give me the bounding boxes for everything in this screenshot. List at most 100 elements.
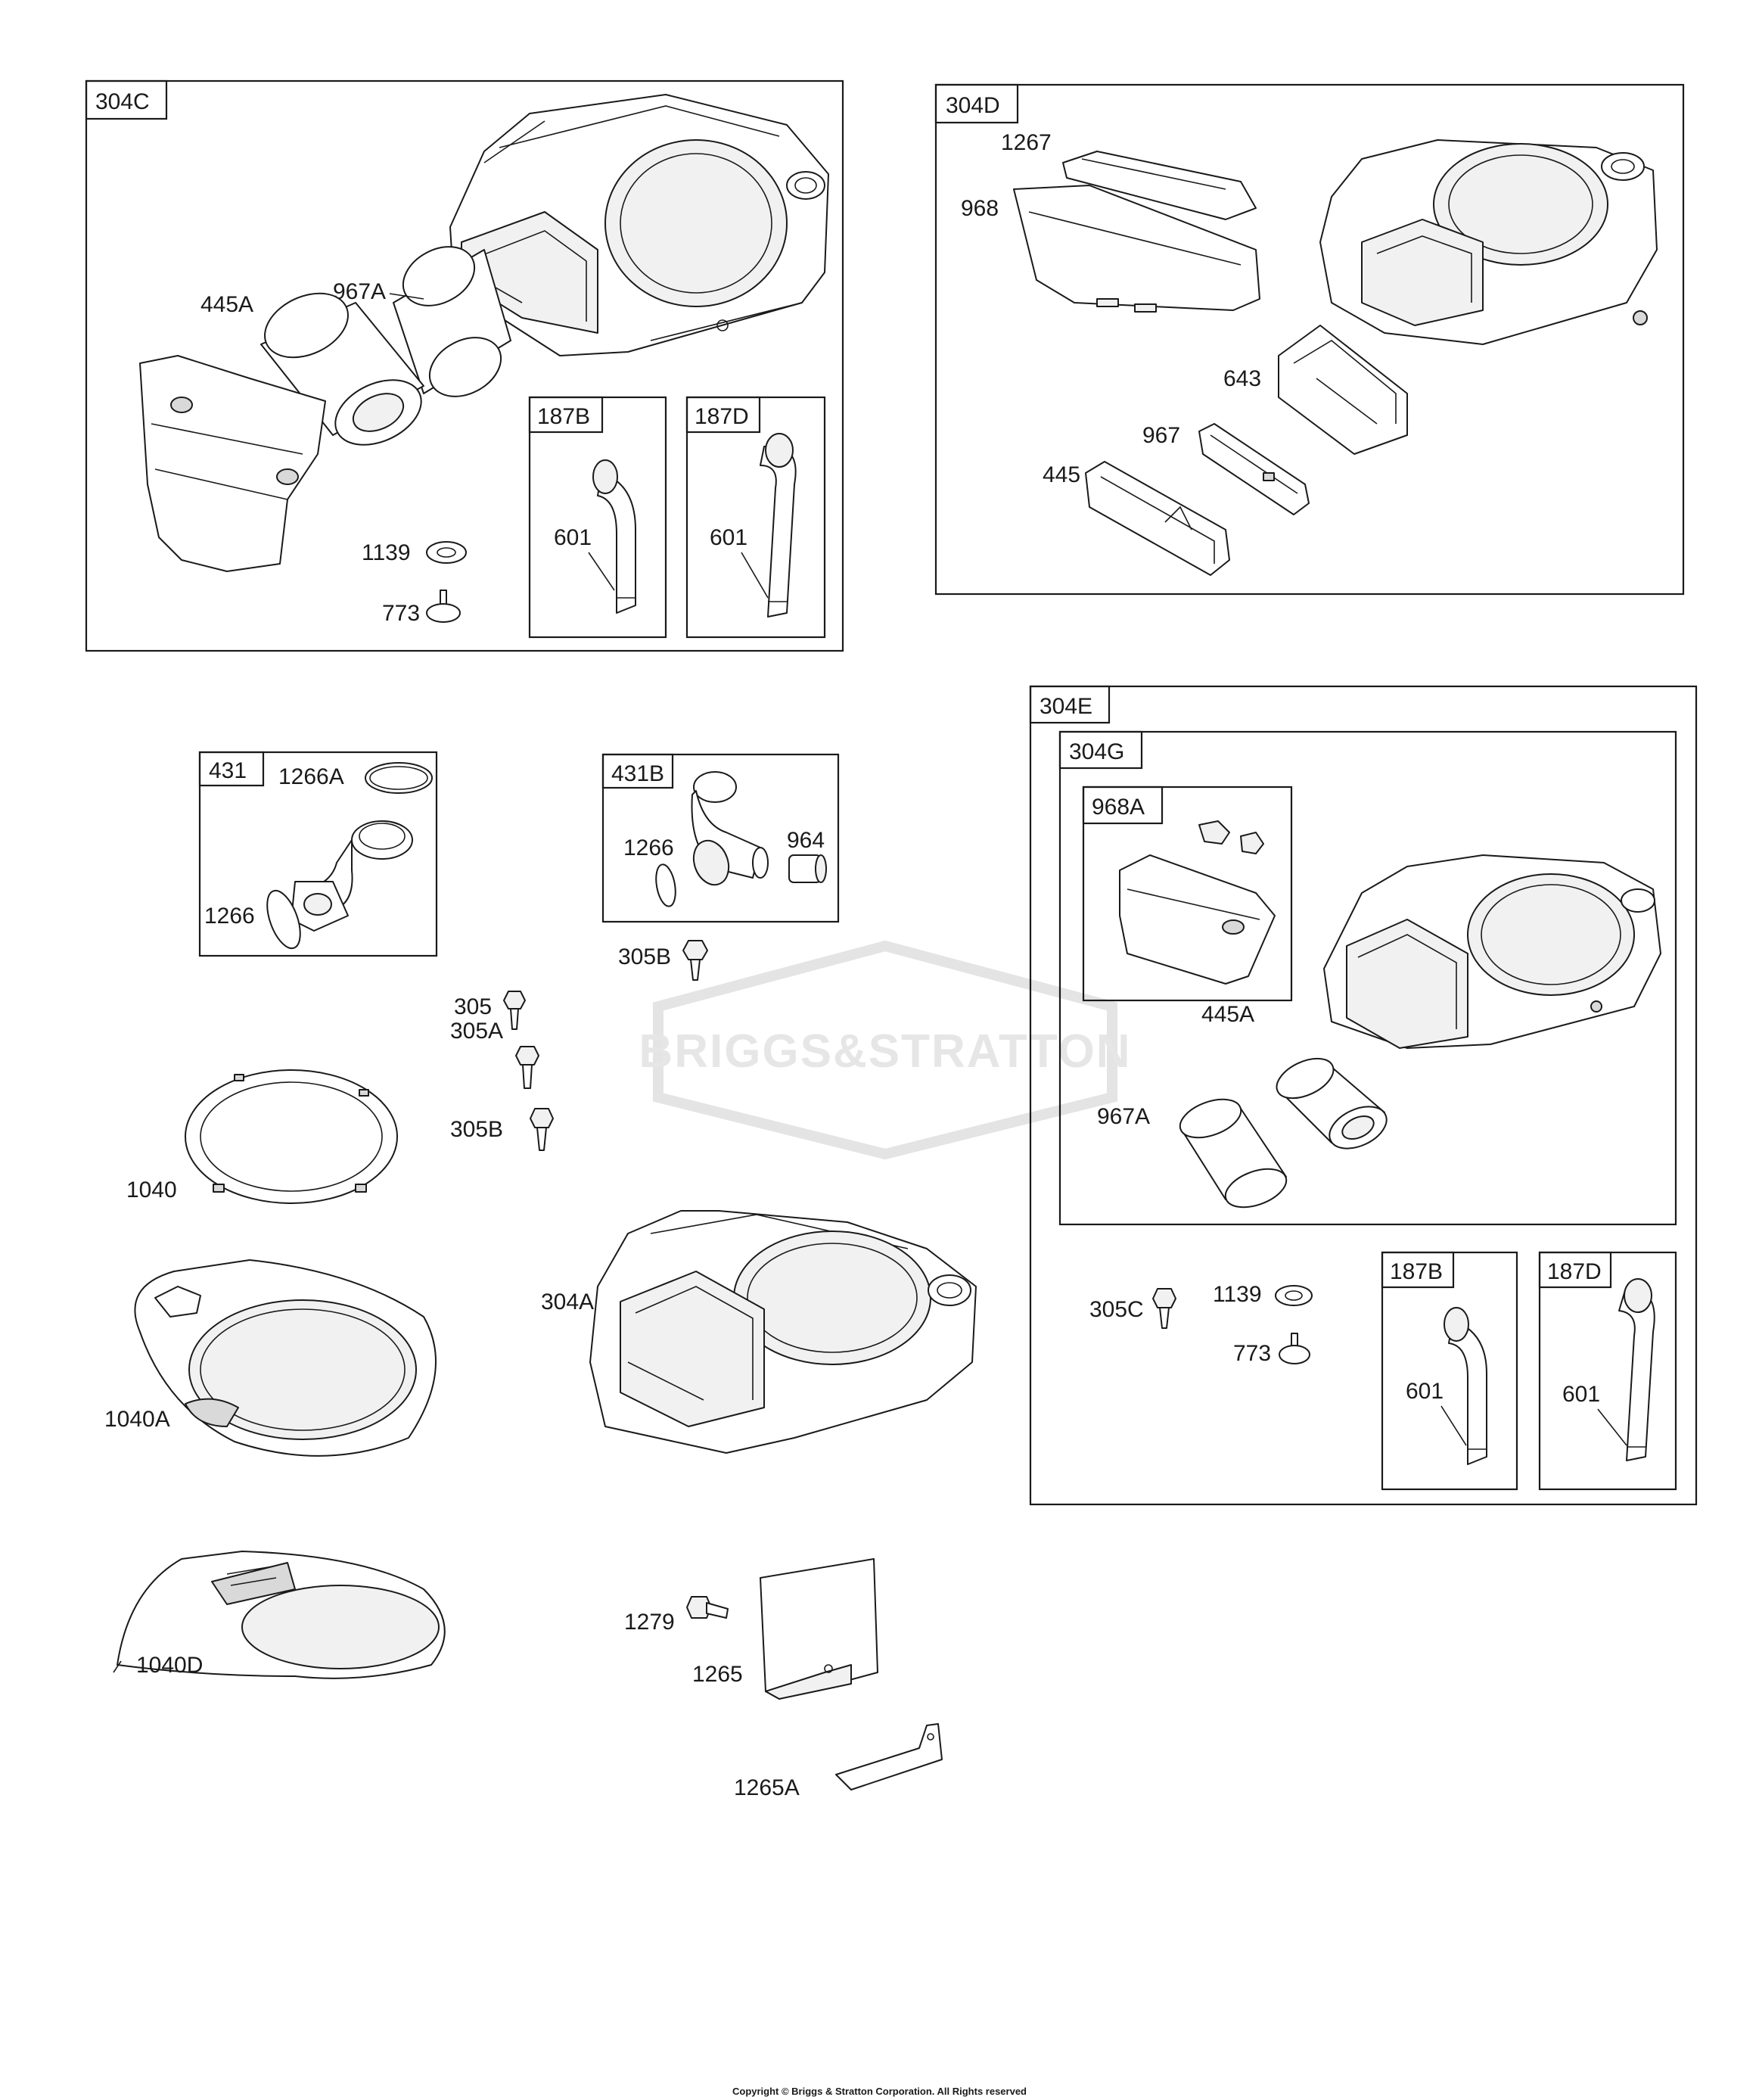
- tab-304G: [1058, 730, 1143, 770]
- bolt-1279: [686, 1596, 729, 1619]
- intake-elbow: [291, 820, 413, 932]
- knob-773-b: [1279, 1333, 1310, 1364]
- spacer-964: [788, 854, 827, 883]
- breather-tube-601-d: [1618, 1278, 1655, 1461]
- label-1265A: 1265A: [734, 1775, 800, 1800]
- cover-1040D: [113, 1551, 446, 1679]
- label-1040D: 1040D: [136, 1653, 203, 1678]
- breather-tube-601-a: [592, 459, 636, 614]
- box-label-968A: 968A: [1092, 795, 1145, 820]
- screw-305C: [1152, 1288, 1176, 1329]
- box-label-187B: 187B: [1390, 1259, 1443, 1284]
- label-601: 601: [554, 525, 592, 550]
- tab-431B: [601, 753, 674, 789]
- screw-305: [503, 991, 526, 1030]
- kit-304D: 304D 1267 968: [934, 83, 1685, 596]
- frame-968A: [1082, 786, 1293, 1002]
- box-label-304E: 304E: [1040, 694, 1092, 719]
- breather-tube-601-b: [760, 433, 797, 618]
- brand-watermark: BRIGGS&STRATTON: [639, 940, 1130, 1160]
- air-filter-precleaner-967A: [393, 246, 511, 397]
- label-305B: 305B: [450, 1117, 503, 1142]
- frame-304G: [1058, 730, 1677, 1226]
- frame-431B: [601, 753, 840, 923]
- panel-filter-445: [1085, 461, 1230, 576]
- screw-305A: [515, 1046, 539, 1089]
- label-1139: 1139: [362, 540, 411, 565]
- o-ring-1266: [266, 889, 301, 950]
- label-773: 773: [1233, 1341, 1271, 1366]
- blower-housing-304D: [1319, 139, 1658, 345]
- tab-304E: [1029, 685, 1111, 724]
- blower-housing-304C: [449, 94, 829, 356]
- label-445A: 445A: [1201, 1002, 1254, 1027]
- label-967A: 967A: [1097, 1104, 1150, 1129]
- label-1139: 1139: [1213, 1282, 1262, 1307]
- label-1266: 1266: [204, 904, 255, 929]
- box-label-187D: 187D: [1547, 1259, 1602, 1284]
- o-ring-1266-b: [655, 863, 676, 907]
- shield-1265: [760, 1558, 878, 1700]
- air-cleaner-cover-968A: [1119, 820, 1276, 985]
- copyright-notice: Copyright © Briggs & Stratton Corporatio…: [732, 2086, 1027, 2097]
- screw-305B-a: [682, 940, 708, 981]
- frame-187D: [685, 396, 826, 639]
- box-label-431B: 431B: [611, 761, 664, 786]
- tab-187B-b: [1381, 1251, 1455, 1289]
- kit-304C: 304C 967A: [85, 79, 844, 652]
- label-445: 445: [1043, 462, 1080, 487]
- frame-304D: [934, 83, 1685, 596]
- label-305: 305: [454, 994, 492, 1019]
- label-304A: 304A: [541, 1290, 594, 1314]
- kit-304E: 304E 304G 968A: [1029, 685, 1698, 1506]
- box-label-304C: 304C: [95, 89, 150, 114]
- air-cleaner-cover: [139, 355, 326, 572]
- kit-431B: 431B 1266 964: [601, 753, 840, 923]
- blower-housing-304G: [1323, 854, 1661, 1049]
- screw-305B-b: [530, 1108, 554, 1151]
- kit-431: 431 1266A 1266: [198, 751, 438, 957]
- box-label-431: 431: [209, 758, 247, 783]
- tab-187B: [528, 396, 604, 434]
- label-601: 601: [1406, 1379, 1444, 1404]
- tab-968A: [1082, 786, 1164, 825]
- box-label-304D: 304D: [946, 93, 1000, 118]
- tab-187D: [685, 396, 761, 434]
- label-305B: 305B: [618, 944, 671, 969]
- frame-304E: [1029, 685, 1698, 1506]
- tab-187D-b: [1538, 1251, 1612, 1289]
- label-1267: 1267: [1001, 130, 1052, 155]
- tab-304C: [85, 79, 168, 120]
- frame-187B: [528, 396, 667, 639]
- box-label-304G: 304G: [1069, 739, 1124, 764]
- tab-431: [198, 751, 265, 787]
- label-305C: 305C: [1089, 1297, 1144, 1322]
- label-1279: 1279: [624, 1610, 675, 1635]
- label-1040: 1040: [126, 1178, 177, 1202]
- label-643: 643: [1223, 366, 1261, 391]
- label-1265: 1265: [692, 1662, 743, 1687]
- blower-housing-304A: [589, 1210, 977, 1454]
- cover-1267: [1062, 151, 1257, 220]
- label-1266A: 1266A: [278, 764, 344, 789]
- label-601: 601: [1562, 1382, 1600, 1407]
- ring-guard-1040: [185, 1069, 398, 1204]
- box-label-187D: 187D: [695, 404, 749, 429]
- label-1040A: 1040A: [104, 1407, 170, 1432]
- air-cleaner-cover-968: [1013, 185, 1260, 313]
- bracket-1265A: [835, 1723, 943, 1790]
- washer-1139-b: [1275, 1285, 1313, 1306]
- tab-304D: [934, 83, 1019, 124]
- label-967: 967: [1142, 423, 1180, 448]
- label-305A: 305A: [450, 1019, 503, 1044]
- o-ring-1266A: [365, 762, 433, 794]
- box-label-187B: 187B: [537, 404, 590, 429]
- frame-304C: [85, 79, 844, 652]
- precleaner-967A-b: [1179, 1098, 1288, 1209]
- decal-967: [1198, 423, 1310, 515]
- air-filter-cartridge-445A-b: [1276, 1057, 1388, 1150]
- breather-tube-601-c: [1444, 1307, 1487, 1465]
- label-445A: 445A: [200, 292, 253, 317]
- label-601: 601: [710, 525, 747, 550]
